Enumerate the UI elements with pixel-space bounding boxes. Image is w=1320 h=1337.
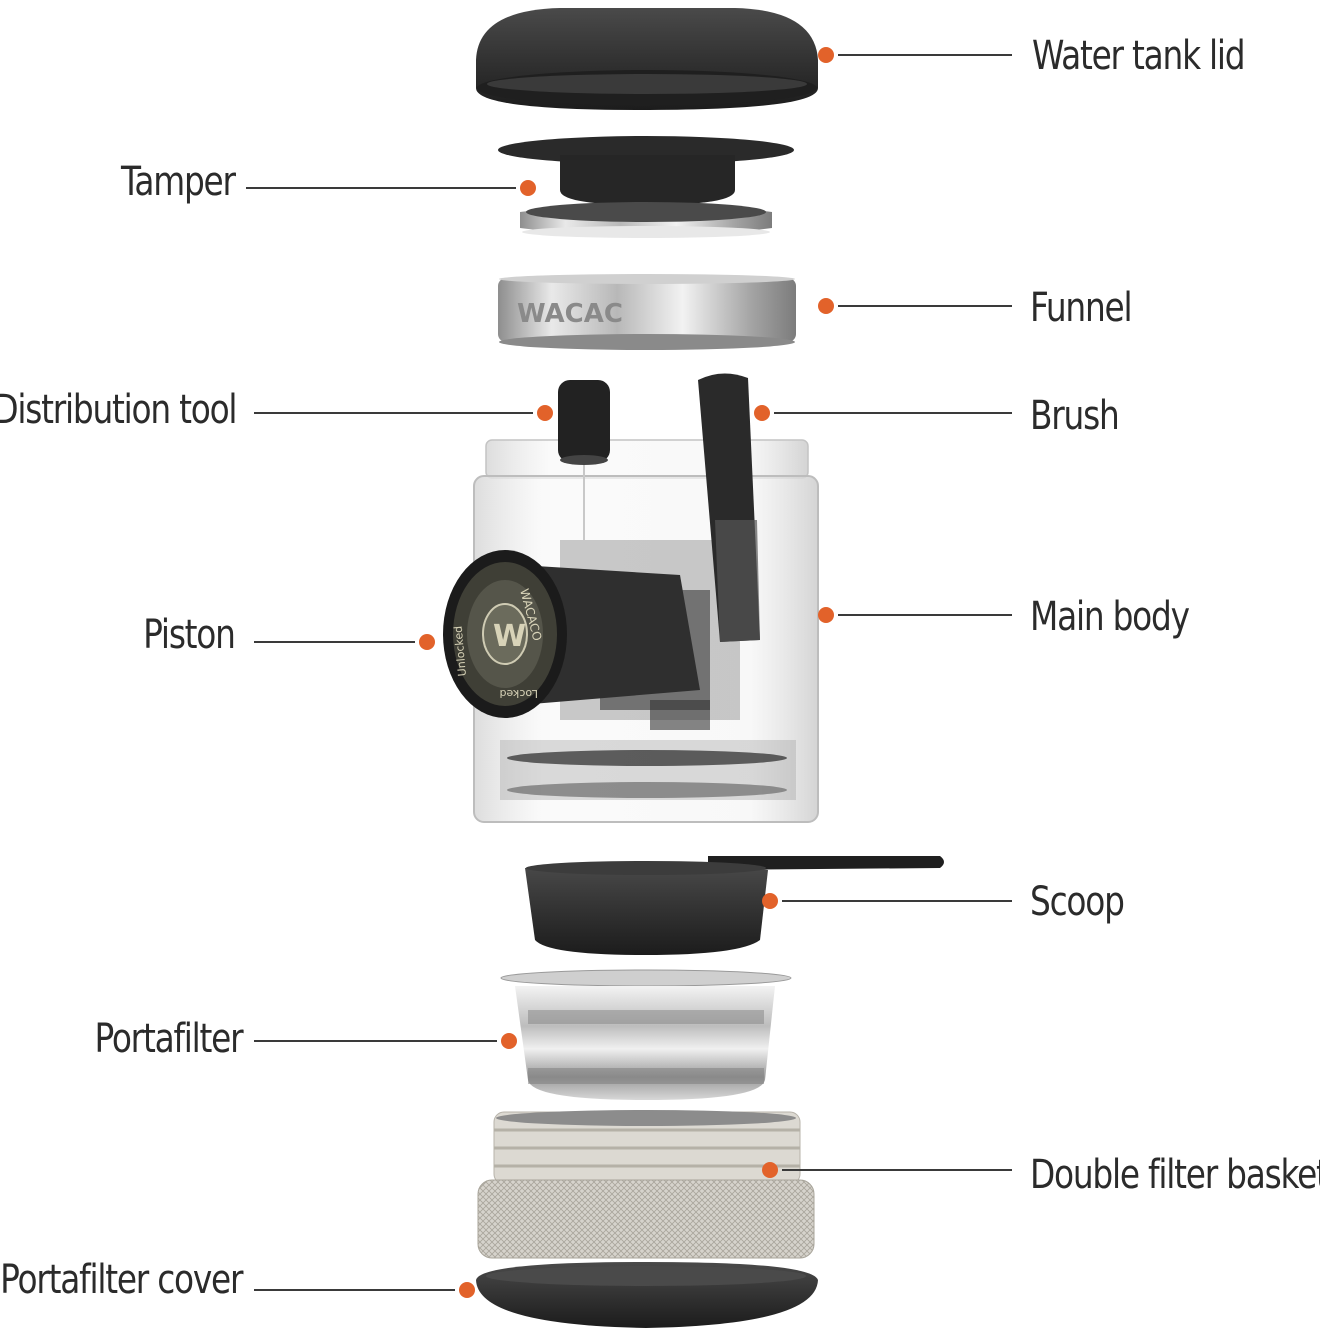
- funnel-shape: WACAC: [498, 274, 796, 350]
- brush-shape: [698, 373, 760, 642]
- piston-locked-mark: Locked: [500, 687, 538, 700]
- leader-dot-portafilter: [501, 1033, 517, 1049]
- leader-dot-main-body: [818, 607, 834, 623]
- distribution-tool-shape: [558, 380, 610, 580]
- leader-dot-funnel: [818, 298, 834, 314]
- water-tank-lid-shape: [476, 8, 818, 110]
- tamper-shape: [498, 136, 794, 238]
- label-funnel: Funnel: [1030, 285, 1133, 331]
- leader-dot-tamper: [520, 180, 536, 196]
- label-piston: Piston: [143, 612, 236, 658]
- label-water-tank-lid: Water tank lid: [1032, 33, 1246, 79]
- piston-unlocked-mark: Unlocked: [452, 625, 469, 677]
- scoop-shape: [525, 856, 944, 955]
- leader-dot-water-tank-lid: [818, 47, 834, 63]
- label-distribution-tool: Distribution tool: [0, 387, 237, 433]
- funnel-brand-mark: WACAC: [517, 299, 623, 329]
- portafilter-cover-shape: [476, 1262, 818, 1328]
- portafilter-shape: [500, 969, 792, 1100]
- leader-dot-distribution-tool: [537, 405, 553, 421]
- label-portafilter-cover: Portafilter cover: [0, 1257, 243, 1303]
- label-tamper: Tamper: [121, 159, 236, 205]
- label-portafilter: Portafilter: [94, 1016, 243, 1062]
- piston-shape: W WACACO Unlocked Locked: [443, 550, 700, 718]
- leader-lines: [246, 47, 1012, 1298]
- label-scoop: Scoop: [1030, 879, 1125, 925]
- double-filter-basket-shape: [477, 1110, 815, 1259]
- leader-dot-double-filter-basket: [762, 1162, 778, 1178]
- piston-w-mark: W: [493, 619, 526, 654]
- leader-dot-portafilter-cover: [459, 1282, 475, 1298]
- leader-dot-brush: [754, 405, 770, 421]
- label-brush: Brush: [1030, 393, 1120, 439]
- leader-dot-piston: [419, 634, 435, 650]
- leader-dot-scoop: [762, 893, 778, 909]
- label-double-filter-basket: Double filter basket: [1030, 1152, 1320, 1198]
- label-main-body: Main body: [1030, 594, 1190, 640]
